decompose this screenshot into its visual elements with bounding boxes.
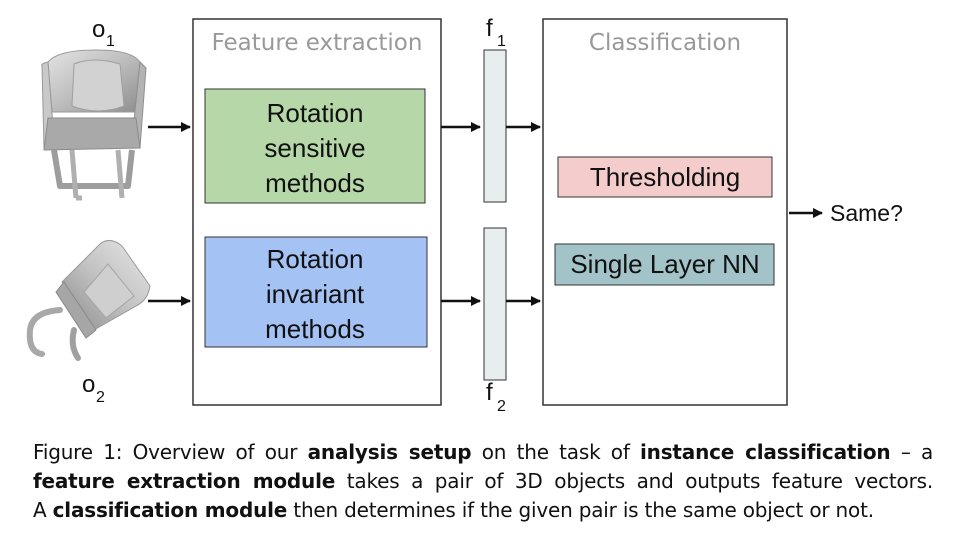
svg-text:o: o (92, 16, 105, 43)
armchair-rotated-image (26, 240, 151, 361)
caption-emphasis: instance classification (640, 440, 891, 464)
svg-text:invariant: invariant (266, 279, 365, 309)
caption-emphasis: analysis setup (307, 440, 472, 464)
svg-text:sensitive: sensitive (264, 133, 365, 163)
svg-text:methods: methods (265, 314, 365, 344)
caption-text: – a (890, 440, 934, 464)
thresholding-label: Thresholding (590, 162, 740, 192)
svg-text:o: o (82, 371, 95, 398)
svg-text:Rotation: Rotation (267, 244, 364, 274)
svg-text:methods: methods (265, 168, 365, 198)
caption-line-1: Figure 1: Overview of our analysis setup… (33, 438, 933, 467)
rotation-sensitive-box (204, 88, 426, 204)
feature-extraction-title: Feature extraction (212, 30, 423, 56)
feature-vector-1-label: f 1 (486, 15, 506, 50)
feature-vector-2-label: f 2 (486, 379, 506, 415)
single-layer-nn-box (554, 243, 775, 286)
svg-text:2: 2 (497, 398, 506, 415)
armchair-upright-image (41, 49, 147, 201)
caption-emphasis: feature extraction module (33, 469, 336, 493)
object-2-label: o 2 (82, 371, 105, 406)
caption-text: on the task of (471, 440, 641, 464)
classification-title: Classification (589, 30, 741, 56)
caption-text: A (33, 498, 53, 522)
classification-panel (542, 18, 788, 406)
caption-line-3: A classification module then determines … (33, 496, 933, 525)
svg-text:f: f (486, 379, 493, 406)
feature-vector-2 (483, 227, 507, 381)
svg-text:1: 1 (106, 33, 115, 50)
rotation-invariant-label: Rotation invariant methods (265, 244, 365, 344)
caption-emphasis: classification module (52, 498, 288, 522)
object-1-label: o 1 (92, 16, 115, 50)
thresholding-box (557, 156, 773, 198)
caption-text: then determines if the given pair is the… (287, 498, 874, 522)
caption-text: Figure 1: Overview of our (33, 440, 308, 464)
caption-text: takes a pair of 3D objects and outputs f… (335, 469, 933, 493)
output-label: Same? (830, 200, 903, 226)
svg-text:1: 1 (497, 33, 506, 50)
figure-caption: Figure 1: Overview of our analysis setup… (33, 438, 933, 525)
svg-text:Rotation: Rotation (267, 98, 364, 128)
pipeline-diagram: o 1 o 2 Feature extraction Rotation sens… (26, 15, 903, 415)
svg-text:f: f (486, 15, 493, 42)
svg-text:2: 2 (96, 389, 105, 406)
feature-vector-1 (483, 49, 507, 203)
rotation-invariant-box (204, 236, 428, 348)
single-layer-nn-label: Single Layer NN (570, 249, 759, 279)
caption-line-2: feature extraction module takes a pair o… (33, 467, 933, 496)
rotation-sensitive-label: Rotation sensitive methods (264, 98, 365, 198)
